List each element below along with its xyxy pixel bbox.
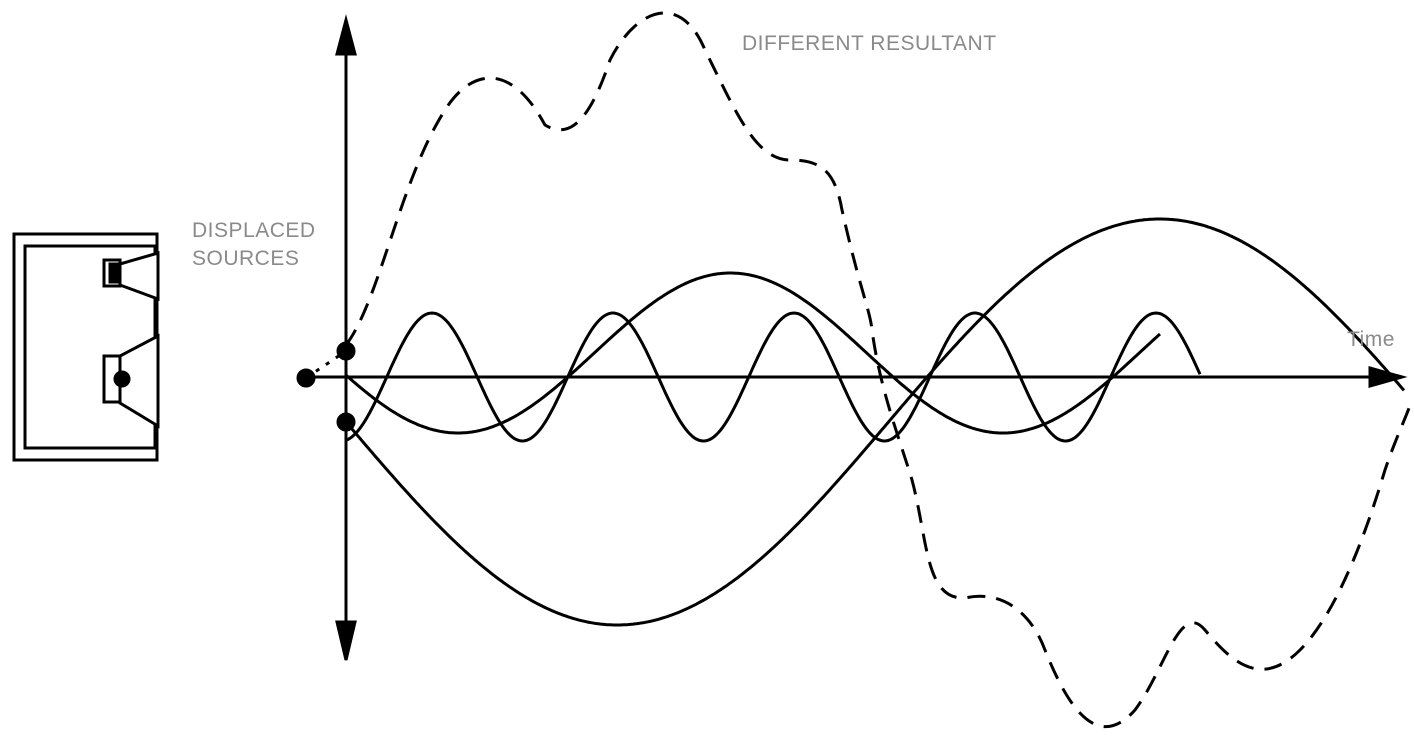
origin-connector xyxy=(305,349,347,380)
arrow-head-icon xyxy=(335,14,357,56)
component-waves xyxy=(305,217,1406,627)
resultant-label: DIFFERENT RESULTANT xyxy=(742,32,997,55)
high-frequency-wave xyxy=(345,311,1202,443)
resultant-wave xyxy=(344,11,1414,729)
mid-frequency-wave xyxy=(344,271,1162,435)
tweeter-icon xyxy=(102,251,160,302)
axes xyxy=(296,14,1408,661)
arrow-head-icon xyxy=(335,620,357,661)
arrow-head-icon xyxy=(1368,366,1408,388)
low-frequency-wave xyxy=(344,217,1406,627)
time-axis-label: Time xyxy=(1347,328,1395,351)
speaker-cabinet-icon xyxy=(12,232,160,462)
woofer-icon xyxy=(102,333,160,429)
displaced-sources-label: DISPLACED SOURCES xyxy=(192,219,316,270)
